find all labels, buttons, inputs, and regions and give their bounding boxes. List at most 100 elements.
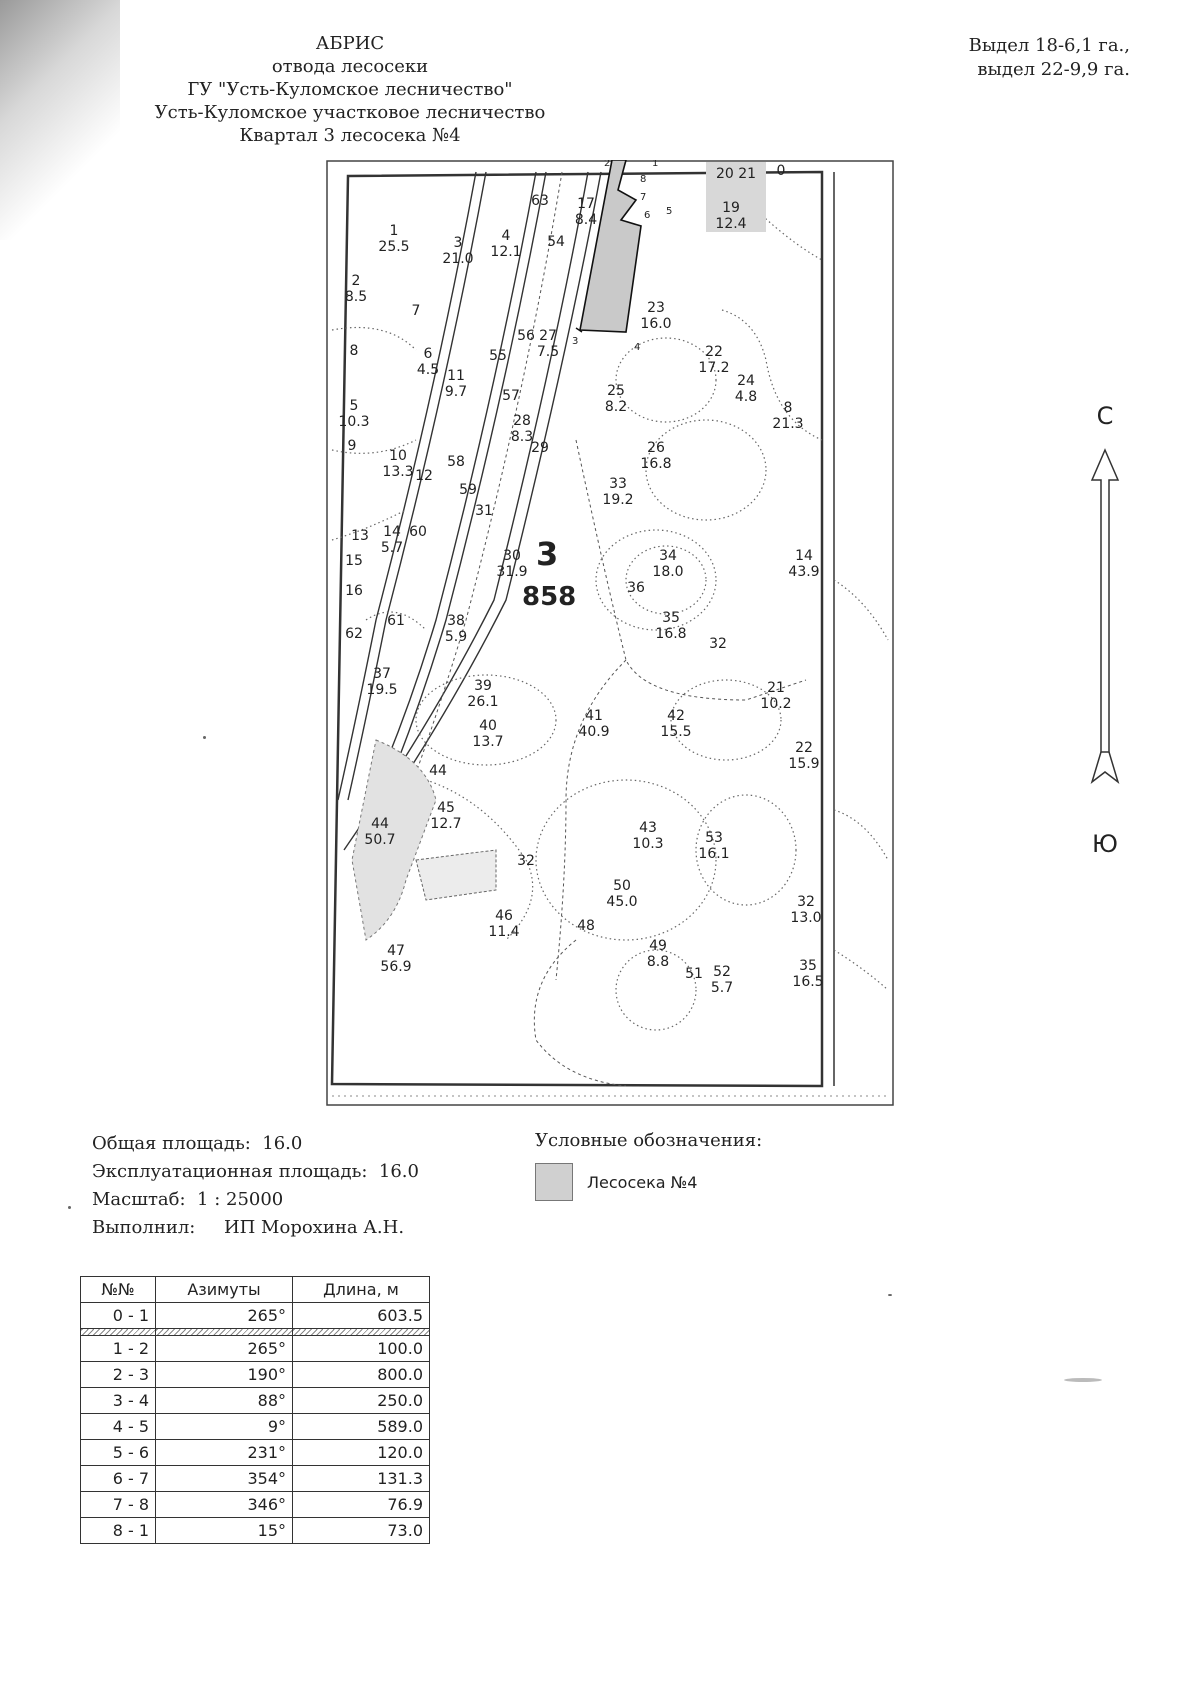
plot-area: 50.7: [364, 832, 395, 848]
legend-item-label: Лесосека №4: [587, 1172, 698, 1192]
plot-area: 19.2: [602, 492, 633, 508]
plot-area: 45.0: [606, 894, 637, 910]
title-line: Усть-Куломское участковое лесничество: [154, 102, 546, 123]
plot-area: 5.7: [381, 540, 403, 556]
length-cell: 131.3: [292, 1465, 430, 1492]
plot-number: 60: [409, 524, 427, 540]
plot-number: 22: [795, 740, 813, 756]
disturbed-area-2: [415, 849, 497, 901]
plot-number: 14: [795, 548, 813, 564]
plot-number: 11: [447, 368, 465, 384]
plot-area: 10.3: [632, 836, 663, 852]
compass-south: Ю: [1092, 830, 1118, 858]
operational-area-value: 16.0: [378, 1161, 419, 1182]
cut-point-label: 8: [640, 174, 646, 185]
plot-number: 32: [797, 894, 815, 910]
segment-cell: 0 - 1: [80, 1302, 156, 1329]
title-line: Квартал 3 лесосека №4: [239, 125, 461, 146]
segment-cell: 8 - 1: [80, 1517, 156, 1544]
inner-track: [405, 171, 807, 1087]
operational-area-label: Эксплуатационная площадь:: [92, 1161, 368, 1182]
plot-number: 46: [495, 908, 513, 924]
plot-area: 26.1: [467, 694, 498, 710]
segment-cell: 1 - 2: [80, 1335, 156, 1362]
plot-area: 13.0: [790, 910, 821, 926]
legend: Условные обозначения: Лесосека №4: [535, 1130, 762, 1201]
plot-number: 45: [437, 800, 455, 816]
azimuth-cell: 190°: [155, 1361, 293, 1388]
azimuth-cell: 231°: [155, 1439, 293, 1466]
disturbed-area: [351, 739, 437, 941]
north-arrow-icon: [1090, 448, 1120, 753]
total-area-value: 16.0: [262, 1133, 303, 1154]
plot-area: 7.5: [537, 344, 559, 360]
plot-number: 33: [609, 476, 627, 492]
azimuth-cell: 88°: [155, 1387, 293, 1414]
length-cell: 76.9: [292, 1491, 430, 1518]
cut-point-label: 5: [666, 206, 672, 217]
plot-number: 29: [531, 440, 549, 456]
plot-number: 44: [429, 763, 447, 779]
quarter-number: 3: [536, 535, 558, 573]
plot-number: 56: [517, 328, 535, 344]
plot-area: 17.2: [698, 360, 729, 376]
plot-area: 18.0: [652, 564, 683, 580]
segment-cell: 6 - 7: [80, 1465, 156, 1492]
plot-number: 0: [777, 163, 786, 179]
plot-number: 54: [547, 234, 565, 250]
plot-area: 15.9: [788, 756, 819, 772]
bearings-table: №№ Азимуты Длина, м 0 - 1 265° 603.5 1 -…: [80, 1276, 430, 1544]
plot-number: 15: [345, 553, 363, 569]
length-cell: 603.5: [292, 1302, 430, 1329]
map-border: [326, 160, 894, 1106]
cut-point-label: 2: [604, 160, 610, 169]
cut-point-label: 1: [652, 160, 658, 169]
plot-area: 25.5: [378, 239, 409, 255]
length-cell: 120.0: [292, 1439, 430, 1466]
azimuth-cell: 354°: [155, 1465, 293, 1492]
compass-north: С: [1097, 402, 1114, 430]
plot-number: 35: [662, 610, 680, 626]
plot-area: 4.8: [735, 389, 757, 405]
plot-number: 7: [412, 303, 421, 319]
plot-area: 43.9: [788, 564, 819, 580]
plot-number: 41: [585, 708, 603, 724]
plot-area: 12.4: [715, 216, 746, 232]
plot-number: 5: [350, 398, 359, 414]
plot-number: 34: [659, 548, 677, 564]
plot-number: 63: [531, 193, 549, 209]
table-separator: [80, 1328, 430, 1336]
length-cell: 589.0: [292, 1413, 430, 1440]
plot-number: 30: [503, 548, 521, 564]
plot-area: 8.4: [575, 212, 597, 228]
plot-number: 55: [489, 348, 507, 364]
plot-number: 23: [647, 300, 665, 316]
title-line: отвода лесосеки: [271, 56, 429, 77]
plot-number: 43: [639, 820, 657, 836]
plot-number: 6: [424, 346, 433, 362]
plot-area: 4.5: [417, 362, 439, 378]
cut-point-label: 7: [640, 192, 646, 203]
cut-point-label: 6: [644, 210, 650, 221]
legend-item: Лесосека №4: [535, 1163, 762, 1201]
plot-area: 12.1: [490, 244, 521, 260]
plot-number: 17: [577, 196, 595, 212]
plot-number: 35: [799, 958, 817, 974]
plot-number: 13: [351, 528, 369, 544]
plot-note: Выдел 18-6,1 га., выдел 22-9,9 га.: [969, 34, 1130, 82]
cut-area-tie: [575, 327, 583, 333]
azimuth-cell: 9°: [155, 1413, 293, 1440]
plot-number: 19: [722, 200, 740, 216]
plot-number: 10: [389, 448, 407, 464]
plot-area: 5.7: [711, 980, 733, 996]
azimuth-cell: 15°: [155, 1517, 293, 1544]
azimuth-cell: 265°: [155, 1335, 293, 1362]
plot-number: 21: [767, 680, 785, 696]
plot-area: 13.3: [382, 464, 413, 480]
compass: С Ю: [1080, 402, 1130, 872]
plot-number: 38: [447, 613, 465, 629]
plot-number: 36: [627, 580, 645, 596]
